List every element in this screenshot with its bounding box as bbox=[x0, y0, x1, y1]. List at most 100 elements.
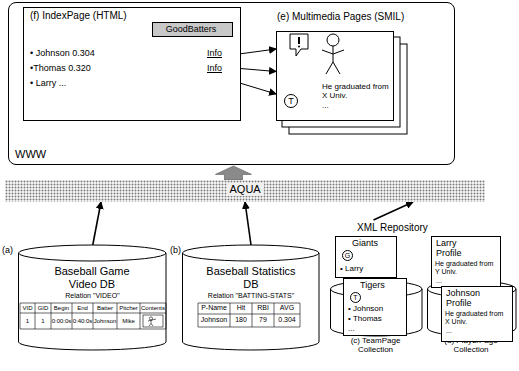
table-rule bbox=[20, 303, 21, 329]
table-cell: 1 bbox=[35, 318, 51, 325]
node-text: ... bbox=[322, 101, 329, 110]
table-cell: End bbox=[72, 305, 93, 312]
video-thumbnail bbox=[143, 315, 163, 327]
node-text: Relation "VIDEO" bbox=[18, 292, 167, 300]
collection-cylinder: (d) PlayerPage CollectionLarry ProfileHe… bbox=[425, 236, 517, 369]
table-rule bbox=[166, 303, 167, 329]
cylinder-body bbox=[19, 245, 167, 350]
block-arrow bbox=[215, 166, 251, 180]
database-cylinder: (b) Baseball Statistics DB Relation "BATTI… bbox=[170, 245, 320, 350]
thumbnail-figure bbox=[149, 317, 152, 320]
arrow-connector bbox=[93, 202, 101, 245]
node-label: (a) bbox=[2, 245, 13, 255]
table-cell: GID bbox=[35, 305, 51, 312]
node-text: ... bbox=[348, 324, 355, 333]
middleware-band: AQUA bbox=[5, 180, 485, 202]
arrow-connector bbox=[241, 49, 276, 54]
player-page: Larry ProfileHe graduated from Y Univ...… bbox=[431, 236, 501, 288]
table-cell: 0.304 bbox=[274, 316, 300, 324]
table-cell: Batter bbox=[93, 305, 117, 312]
exclamation bbox=[298, 46, 300, 48]
smil-page: (e) Multimedia Pages (SMIL)He graduated … bbox=[276, 31, 394, 121]
table-rule bbox=[300, 303, 301, 327]
team-page: Giants • Larry G bbox=[335, 236, 397, 278]
node-label: GoodBatters bbox=[153, 24, 229, 34]
table-rule bbox=[117, 303, 118, 329]
table-cell: Hit bbox=[230, 304, 252, 312]
table-rule bbox=[274, 303, 275, 327]
node-label: Larry Profile bbox=[436, 238, 480, 259]
cylinder-body bbox=[183, 245, 320, 350]
table-rule bbox=[198, 314, 300, 315]
table-cell: 180 bbox=[230, 316, 252, 324]
team-logo: G bbox=[342, 250, 353, 261]
node-label: Tigers bbox=[360, 280, 385, 290]
node-label: (e) Multimedia Pages (SMIL) bbox=[277, 11, 404, 23]
arrow-connector bbox=[374, 202, 414, 220]
player-page: Johnson ProfileHe graduated from X Univ.… bbox=[441, 286, 513, 342]
node-text: Baseball Statistics DB bbox=[206, 265, 296, 290]
table-cell: P-Name bbox=[198, 304, 230, 312]
node-label: T bbox=[285, 95, 297, 107]
node-text: • Larry bbox=[340, 264, 363, 273]
node-text: He graduated from X Univ. bbox=[322, 82, 390, 100]
node-label: T bbox=[351, 293, 360, 302]
node-label: (b) bbox=[170, 245, 181, 255]
front-page-ground bbox=[275, 30, 393, 120]
table-cell: 79 bbox=[252, 316, 274, 324]
speech-bubble bbox=[290, 34, 308, 56]
node-label: Johnson Profile bbox=[446, 288, 496, 309]
table-rule bbox=[230, 303, 231, 327]
www-region: WWW (f) IndexPage (HTML)GoodBatters• John… bbox=[8, 2, 455, 165]
list-item: • Johnson 0.304 bbox=[30, 48, 95, 58]
node-text: • Johnson bbox=[348, 304, 383, 313]
table-rule bbox=[198, 303, 300, 304]
collection-cylinder: (c) TeamPage Collection Giants • Larry G Tig… bbox=[328, 236, 423, 369]
figure-body bbox=[322, 46, 344, 74]
node-text: ... bbox=[446, 327, 452, 335]
table-cell: RBI bbox=[252, 304, 274, 312]
database-cylinder: (a) Baseball Game Video DB Relation "VIDEO… bbox=[2, 245, 167, 350]
table-rule bbox=[198, 327, 300, 328]
table-cell: AVG bbox=[274, 304, 300, 312]
team-logo: T bbox=[284, 94, 298, 108]
node-label: Giants bbox=[352, 238, 378, 248]
table-cell: Johnson bbox=[198, 316, 230, 324]
link-text: Info bbox=[207, 48, 222, 58]
link-text: Info bbox=[207, 63, 222, 73]
arrow-connector bbox=[241, 69, 276, 72]
html-page-box: (f) IndexPage (HTML)GoodBatters• Johnson… bbox=[23, 7, 241, 121]
thumbnail-figure bbox=[148, 319, 156, 326]
table-rule bbox=[140, 303, 141, 329]
node-label: AQUA bbox=[227, 183, 264, 196]
node-text: He graduated from X Univ. bbox=[445, 310, 509, 326]
table-rule bbox=[198, 303, 199, 327]
figure-head bbox=[327, 34, 339, 46]
table-cell: VID bbox=[20, 305, 35, 312]
table-cell: Pitcher bbox=[117, 305, 140, 312]
table-rule bbox=[252, 303, 253, 327]
cylinder-rim bbox=[183, 253, 320, 261]
table-rule bbox=[51, 303, 52, 329]
node-text: Baseball Game Video DB bbox=[42, 265, 142, 290]
arrow-connector bbox=[245, 202, 251, 245]
table-rule bbox=[93, 303, 94, 329]
list-item: • Larry ... bbox=[30, 78, 66, 88]
exclamation bbox=[298, 37, 300, 44]
repository-group: XML Repository(c) TeamPage CollectionGia… bbox=[325, 220, 519, 371]
team-logo: T bbox=[350, 292, 361, 303]
node-text: ... bbox=[436, 277, 442, 285]
table-rule bbox=[35, 303, 36, 329]
node-label: (c) TeamPage Collection bbox=[338, 336, 413, 354]
table-cell: 0:00:0s bbox=[51, 318, 72, 325]
table-cell: Begin bbox=[51, 305, 72, 312]
table-cell: Contents bbox=[140, 305, 166, 312]
title-bar: GoodBatters bbox=[152, 22, 233, 37]
team-page: Tigers• Johnson• Thomas...T bbox=[343, 278, 407, 336]
node-label: WWW bbox=[15, 148, 46, 161]
node-text: He graduated from Y Univ. bbox=[435, 260, 497, 276]
node-text: Relation "BATTING-STATS" bbox=[182, 292, 320, 300]
table-cell: Mike bbox=[117, 318, 140, 325]
table-rule bbox=[72, 303, 73, 329]
